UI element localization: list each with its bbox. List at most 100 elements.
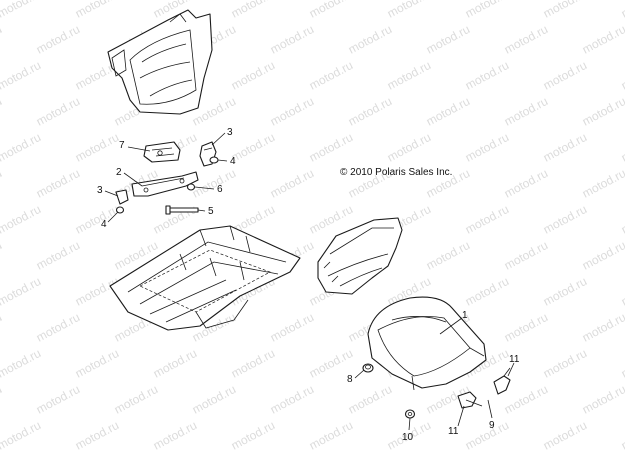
- watermark-text: motod.ru: [34, 238, 82, 273]
- watermark-text: motod.ru: [580, 310, 625, 345]
- watermark-text: motod.ru: [619, 202, 625, 237]
- watermark-text: motod.ru: [0, 22, 4, 57]
- watermark-text: motod.ru: [307, 130, 355, 165]
- callout-9: 9: [489, 420, 495, 431]
- watermark-text: motod.ru: [463, 418, 511, 453]
- watermark-text: motod.ru: [580, 22, 625, 57]
- watermark-text: motod.ru: [580, 382, 625, 417]
- callout-11-right: 11: [509, 354, 520, 365]
- watermark-text: motod.ru: [34, 22, 82, 57]
- watermark-text: motod.ru: [463, 202, 511, 237]
- watermark-text: motod.ru: [619, 0, 625, 21]
- watermark-text: motod.ru: [346, 382, 394, 417]
- watermark-text: motod.ru: [151, 346, 199, 381]
- watermark-text: motod.ru: [580, 94, 625, 129]
- watermark-text: motod.ru: [619, 130, 625, 165]
- watermark-text: motod.ru: [541, 274, 589, 309]
- watermark-text: motod.ru: [502, 94, 550, 129]
- callout-11-left: 11: [448, 426, 459, 437]
- watermark-text: motod.ru: [229, 58, 277, 93]
- watermark-text: motod.ru: [619, 58, 625, 93]
- watermark-text: motod.ru: [0, 0, 43, 21]
- watermark-text: motod.ru: [73, 0, 121, 21]
- watermark-text: motod.ru: [0, 94, 4, 129]
- watermark-text: motod.ru: [0, 238, 4, 273]
- callout-6: 6: [217, 184, 223, 195]
- watermark-text: motod.ru: [619, 418, 625, 453]
- watermark-text: motod.ru: [463, 274, 511, 309]
- watermark-text: motod.ru: [229, 0, 277, 21]
- watermark-text: motod.ru: [424, 22, 472, 57]
- nut-6: [186, 183, 196, 191]
- callout-8: 8: [347, 374, 353, 385]
- watermark-text: motod.ru: [463, 58, 511, 93]
- watermark-text: motod.ru: [463, 130, 511, 165]
- copyright-notice: © 2010 Polaris Sales Inc.: [340, 167, 452, 178]
- watermark-text: motod.ru: [73, 202, 121, 237]
- watermark-text: motod.ru: [0, 346, 43, 381]
- watermark-text: motod.ru: [268, 94, 316, 129]
- callout-3-upper: 3: [227, 127, 233, 138]
- callout-4-upper: 4: [230, 156, 236, 167]
- callouts: 7 2 3 4 6 5 3 4 1 8 9 11 11 10: [97, 127, 520, 443]
- watermark-text: motod.ru: [541, 0, 589, 21]
- plug: [362, 363, 374, 373]
- watermark-text: motod.ru: [502, 166, 550, 201]
- watermark-text: motod.ru: [112, 382, 160, 417]
- watermark-text: motod.ru: [385, 0, 433, 21]
- seat-latch-rear: [493, 367, 511, 395]
- watermark-text: motod.ru: [0, 418, 43, 453]
- watermark-text: motod.ru: [541, 202, 589, 237]
- watermark-text: motod.ru: [346, 94, 394, 129]
- watermark-text: motod.ru: [229, 346, 277, 381]
- callout-10: 10: [402, 432, 414, 443]
- watermark-text: motod.ru: [0, 382, 4, 417]
- watermark-text: motod.ru: [73, 418, 121, 453]
- callout-3-left: 3: [97, 185, 103, 196]
- watermark-text: motod.ru: [268, 166, 316, 201]
- watermark-text: motod.ru: [541, 58, 589, 93]
- watermark-text: motod.ru: [580, 238, 625, 273]
- callout-4-left: 4: [101, 219, 107, 230]
- watermark-text: motod.ru: [151, 202, 199, 237]
- watermark-text: motod.ru: [229, 418, 277, 453]
- seat-latch-front: [457, 391, 483, 409]
- watermark-text: motod.ru: [229, 130, 277, 165]
- nut-left: [115, 206, 125, 214]
- watermark-text: motod.ru: [424, 238, 472, 273]
- watermark-text: motod.ru: [190, 166, 238, 201]
- watermark-text: motod.ru: [502, 238, 550, 273]
- watermark-text: motod.ru: [0, 130, 43, 165]
- watermark-text: motod.ru: [346, 22, 394, 57]
- watermark-text: motod.ru: [0, 310, 4, 345]
- watermark-text: motod.ru: [73, 346, 121, 381]
- callout-2: 2: [116, 167, 122, 178]
- watermark-text: motod.ru: [0, 202, 43, 237]
- watermark-text: motod.ru: [619, 346, 625, 381]
- callout-1: 1: [462, 310, 468, 321]
- watermark-text: motod.ru: [307, 418, 355, 453]
- callout-5: 5: [208, 206, 214, 217]
- watermark-text: motod.ru: [307, 0, 355, 21]
- watermark-text: motod.ru: [268, 22, 316, 57]
- watermark-text: motod.ru: [73, 130, 121, 165]
- seat-back-panel: [107, 9, 213, 115]
- mounting-bracket: [131, 171, 199, 197]
- watermark-text: motod.ru: [190, 382, 238, 417]
- watermark-text: motod.ru: [385, 58, 433, 93]
- watermark-text: motod.ru: [463, 0, 511, 21]
- watermark-text: motod.ru: [502, 310, 550, 345]
- seat-cushion: [367, 296, 487, 391]
- clip-left: [115, 189, 129, 205]
- watermark-text: motod.ru: [541, 418, 589, 453]
- watermark-text: motod.ru: [34, 94, 82, 129]
- bolt: [165, 205, 199, 215]
- watermark-text: motod.ru: [0, 274, 43, 309]
- watermark-text: motod.ru: [268, 382, 316, 417]
- leader-lines: [104, 132, 515, 431]
- washer: [404, 409, 416, 419]
- watermark-text: motod.ru: [502, 382, 550, 417]
- watermark-text: motod.ru: [541, 130, 589, 165]
